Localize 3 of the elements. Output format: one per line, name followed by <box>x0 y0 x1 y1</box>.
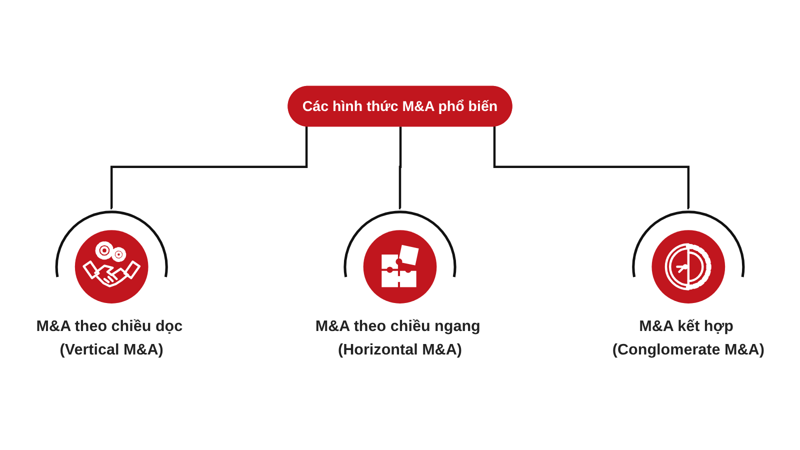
connector <box>110 126 308 210</box>
connector <box>493 126 690 210</box>
connector <box>398 126 402 210</box>
